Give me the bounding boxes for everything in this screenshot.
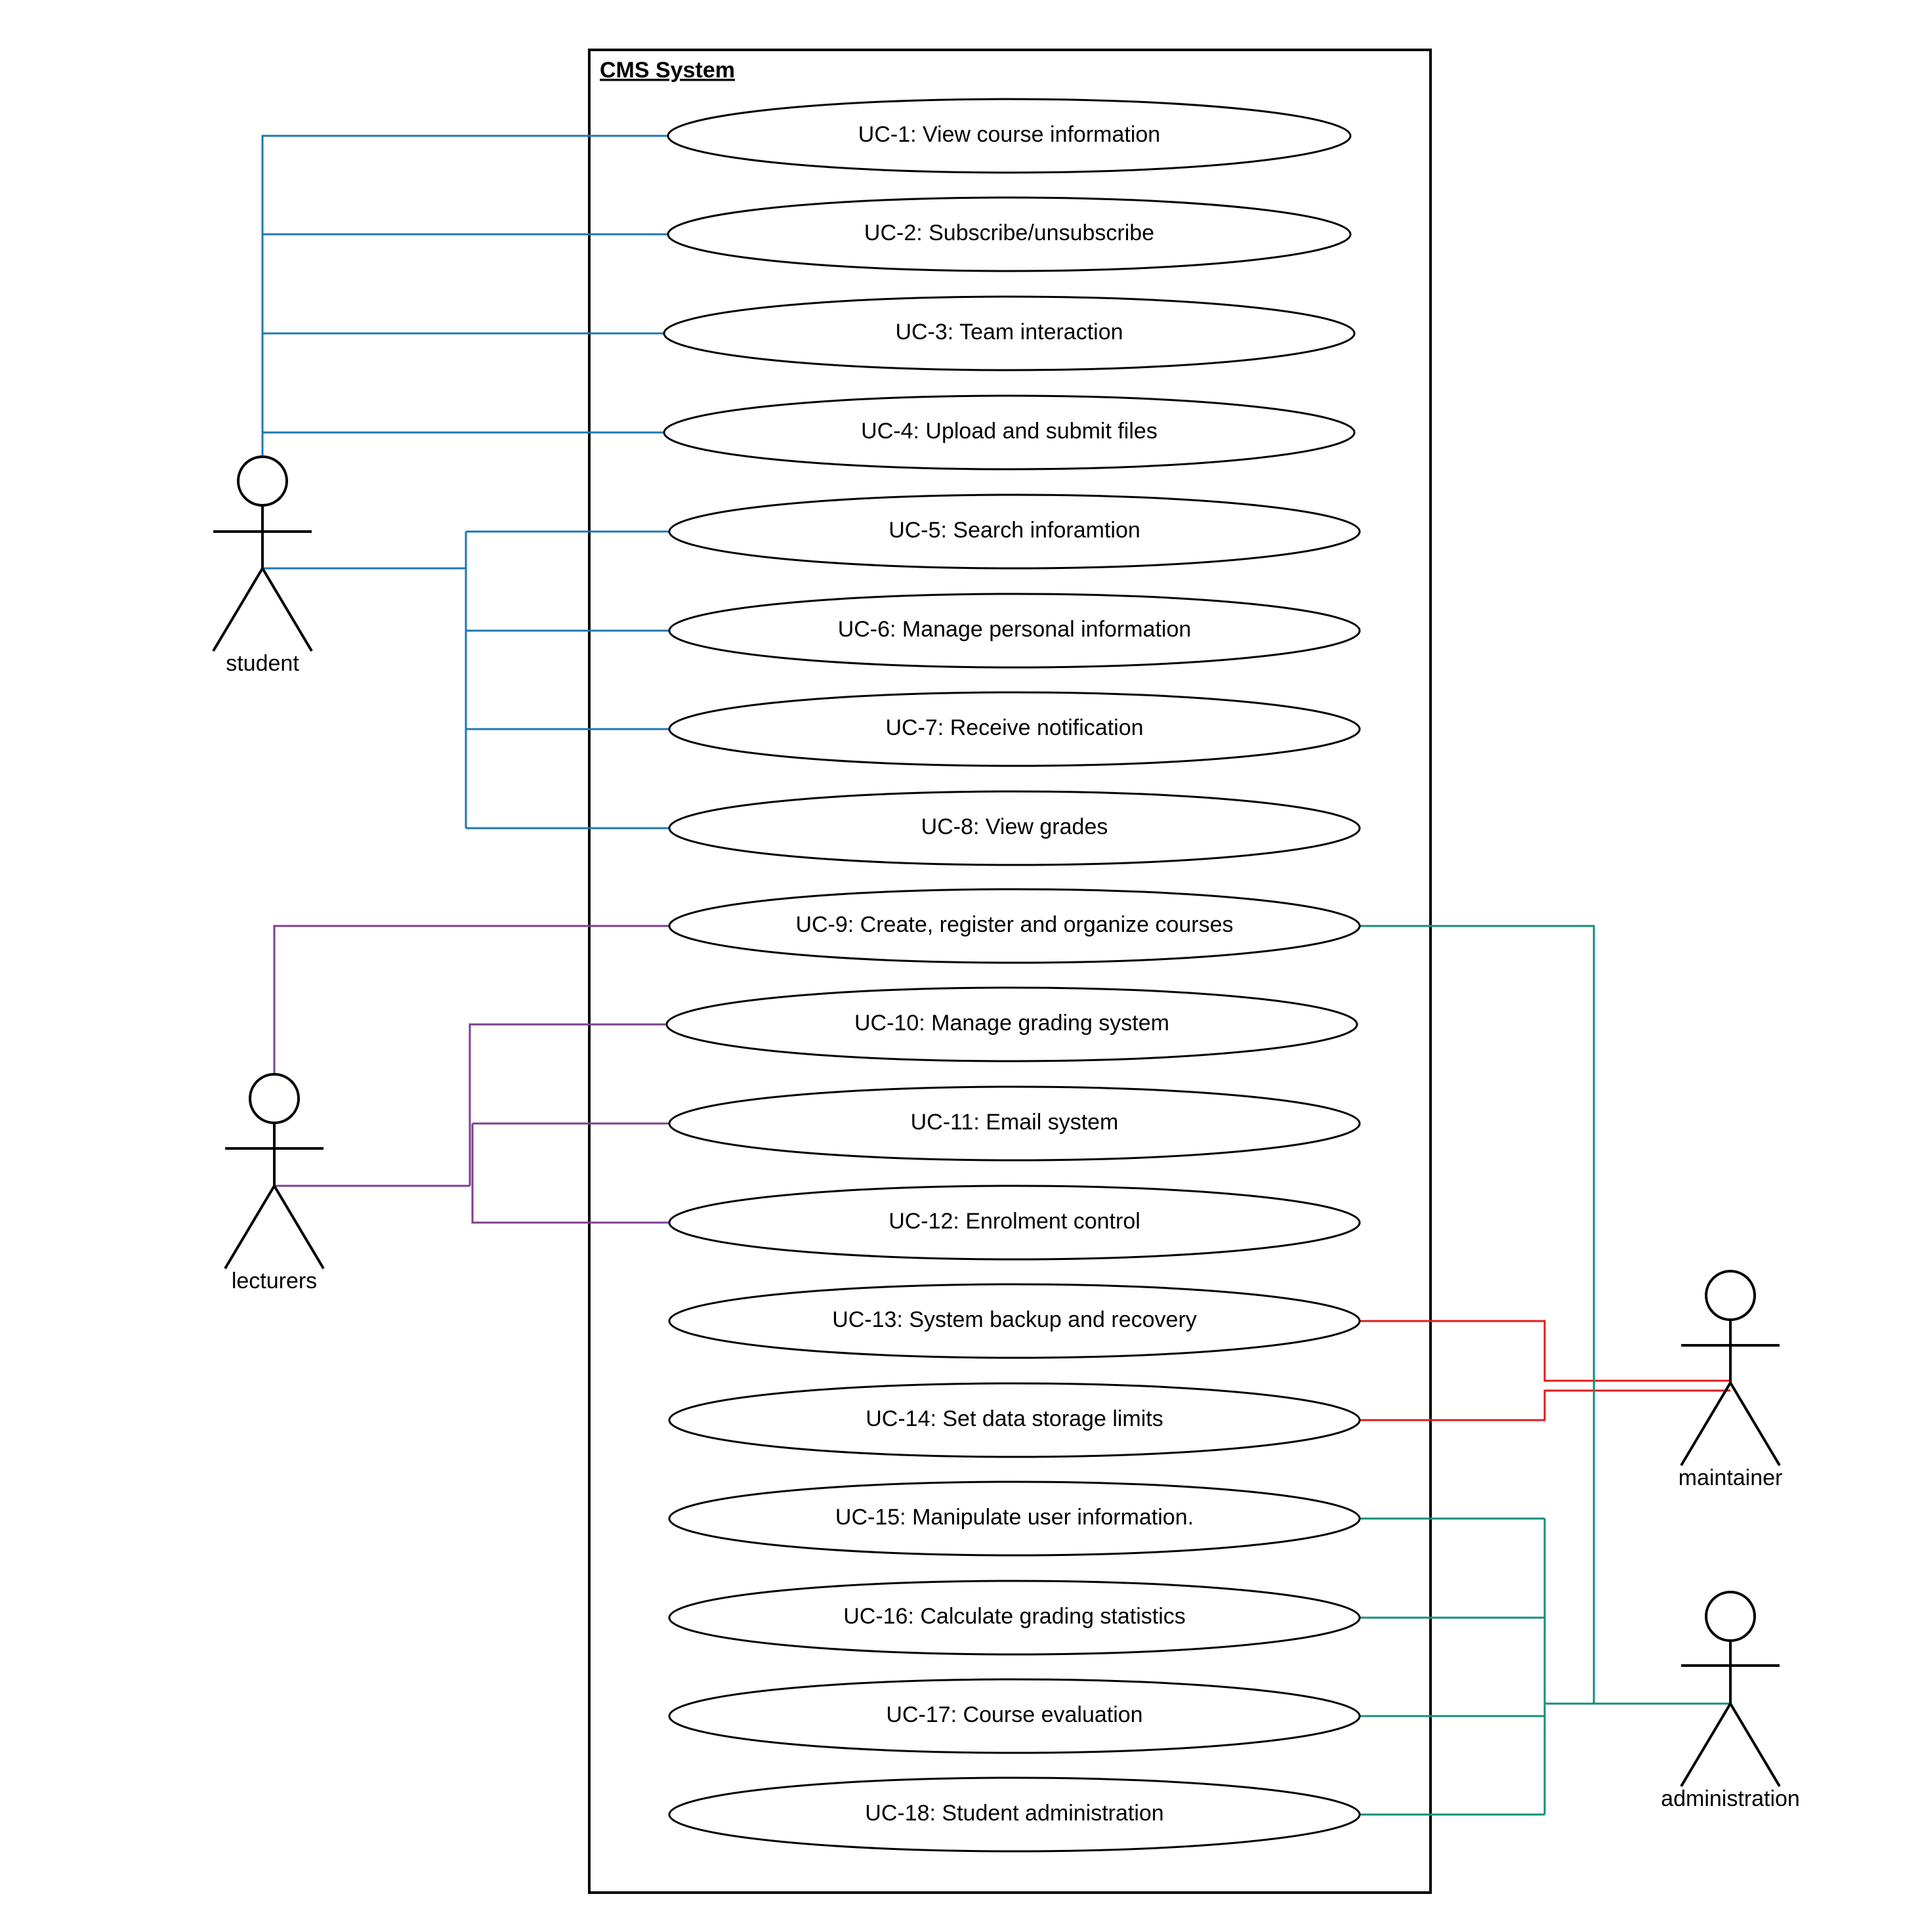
assoc-maintainer-uc14: [1360, 1389, 1730, 1421]
use-case[interactable]: UC-15: Manipulate user information.: [668, 1480, 1361, 1557]
use-case-label: UC-17: Course evaluation: [886, 1702, 1142, 1727]
assoc-lecturers-uc10: [469, 1023, 667, 1186]
use-case[interactable]: UC-12: Enrolment control: [668, 1185, 1361, 1261]
use-case[interactable]: UC-1: View course information: [667, 98, 1352, 174]
assoc-lecturers-uc9: [273, 925, 669, 1074]
assoc-maintainer-uc13: [1360, 1320, 1730, 1382]
actor-label-lecturers: lecturers: [232, 1269, 317, 1293]
use-case[interactable]: UC-3: Team interaction: [663, 295, 1356, 371]
use-case-label: UC-9: Create, register and organize cour…: [795, 912, 1233, 937]
actor-maintainer[interactable]: [1680, 1270, 1781, 1467]
use-case[interactable]: UC-5: Search inforamtion: [668, 494, 1361, 570]
use-case[interactable]: UC-14: Set data storage limits: [668, 1382, 1361, 1458]
use-case[interactable]: UC-9: Create, register and organize cour…: [668, 888, 1361, 964]
use-case[interactable]: UC-17: Course evaluation: [668, 1678, 1361, 1754]
assoc-student-uc1: [261, 135, 668, 457]
administration-associations: [1360, 925, 1729, 1816]
actor-label-administration: administration: [1661, 1786, 1800, 1811]
use-case-label: UC-11: Email system: [911, 1110, 1119, 1135]
use-case-label: UC-7: Receive notification: [885, 715, 1143, 740]
student-associations: [261, 135, 669, 830]
use-case-label: UC-6: Manage personal information: [838, 617, 1192, 642]
actor-lecturers[interactable]: [224, 1073, 325, 1270]
maintainer-associations: [1360, 1320, 1730, 1421]
use-case-label: UC-14: Set data storage limits: [866, 1406, 1163, 1431]
actor-label-student: student: [226, 651, 299, 676]
use-case[interactable]: UC-16: Calculate grading statistics: [668, 1580, 1361, 1656]
use-case[interactable]: UC-10: Manage grading system: [665, 986, 1358, 1062]
assoc-lecturers-uc11-uc12: [471, 1124, 669, 1224]
actor-student[interactable]: [212, 455, 313, 652]
assoc-administration-uc9: [1360, 925, 1729, 1705]
use-case[interactable]: UC-8: View grades: [668, 790, 1361, 866]
use-case-label: UC-10: Manage grading system: [854, 1011, 1169, 1036]
system-title: CMS System: [600, 58, 735, 83]
use-case-label: UC-8: View grades: [921, 814, 1108, 839]
use-case-label: UC-18: Student administration: [865, 1801, 1163, 1826]
system-boundary: [588, 49, 1432, 1894]
lecturers-associations: [273, 925, 669, 1224]
use-case[interactable]: UC-2: Subscribe/unsubscribe: [667, 196, 1352, 272]
use-case[interactable]: UC-6: Manage personal information: [668, 593, 1361, 669]
use-case[interactable]: UC-18: Student administration: [668, 1776, 1361, 1853]
use-case-label: UC-12: Enrolment control: [888, 1209, 1140, 1234]
use-case-label: UC-1: View course information: [858, 122, 1160, 147]
use-case-label: UC-4: Upload and submit files: [861, 419, 1158, 444]
actor-administration[interactable]: [1680, 1591, 1781, 1788]
use-case[interactable]: UC-4: Upload and submit files: [663, 394, 1356, 471]
use-case-label: UC-15: Manipulate user information.: [835, 1505, 1194, 1530]
use-case[interactable]: UC-11: Email system: [668, 1085, 1361, 1162]
use-case-label: UC-5: Search inforamtion: [888, 518, 1140, 543]
use-case-label: UC-13: System backup and recovery: [832, 1307, 1197, 1332]
use-case[interactable]: UC-7: Receive notification: [668, 691, 1361, 767]
use-case-label: UC-2: Subscribe/unsubscribe: [864, 220, 1154, 245]
use-case[interactable]: UC-13: System backup and recovery: [668, 1283, 1361, 1359]
use-case-label: UC-3: Team interaction: [895, 320, 1123, 345]
actor-label-maintainer: maintainer: [1679, 1465, 1783, 1490]
use-case-label: UC-16: Calculate grading statistics: [843, 1604, 1186, 1629]
